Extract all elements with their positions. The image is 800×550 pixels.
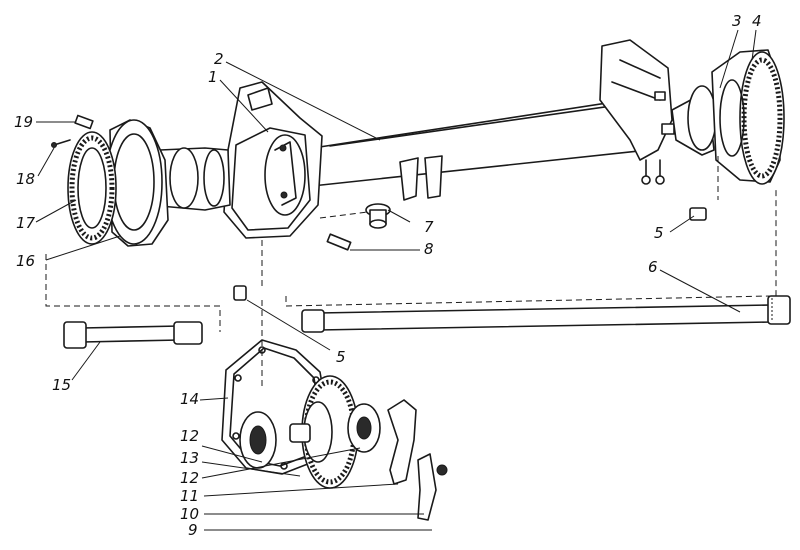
- callout-18: 18: [16, 170, 35, 188]
- alignment-lines: [45, 156, 777, 390]
- small-plugs-5: [233, 207, 707, 301]
- gear-assembly: [239, 375, 381, 489]
- callout-2: 2: [214, 50, 224, 68]
- callout-labels: 1 2 3 4 5 5 6 7 8 9 10 11 12 12 13 14 15…: [14, 12, 762, 539]
- callout-16: 16: [16, 252, 35, 270]
- bearing-covers: [387, 399, 448, 521]
- left-axle-tube: [159, 147, 231, 211]
- callout-14: 14: [180, 390, 199, 408]
- callout-12-top: 12: [180, 427, 199, 445]
- callout-11: 11: [180, 487, 199, 505]
- callout-8: 8: [424, 240, 434, 258]
- callout-13: 13: [180, 449, 199, 467]
- callout-1: 1: [208, 68, 218, 86]
- callout-7: 7: [424, 218, 434, 236]
- callout-19: 19: [14, 113, 33, 131]
- callout-3: 3: [732, 12, 742, 30]
- central-gearbox-housing: [223, 81, 323, 239]
- short-axle-shaft: [63, 321, 203, 349]
- leader-lines: [35, 29, 757, 531]
- bolts-18-19: [51, 114, 94, 148]
- callout-10: 10: [180, 505, 199, 523]
- callout-4: 4: [752, 12, 762, 30]
- callout-9: 9: [188, 521, 198, 539]
- callout-15: 15: [52, 376, 71, 394]
- left-ring-gear: [67, 131, 117, 245]
- long-axle-shaft: [301, 295, 791, 333]
- breather-plug: [326, 203, 391, 251]
- callout-12-bottom: 12: [180, 469, 199, 487]
- callout-5-center: 5: [336, 348, 346, 366]
- right-wheel-hub: [671, 49, 785, 185]
- right-mounting-bracket: [599, 39, 675, 185]
- callout-6: 6: [648, 258, 658, 276]
- callout-5-right: 5: [654, 224, 664, 242]
- axle-beam: [299, 97, 649, 201]
- callout-17: 17: [16, 214, 36, 232]
